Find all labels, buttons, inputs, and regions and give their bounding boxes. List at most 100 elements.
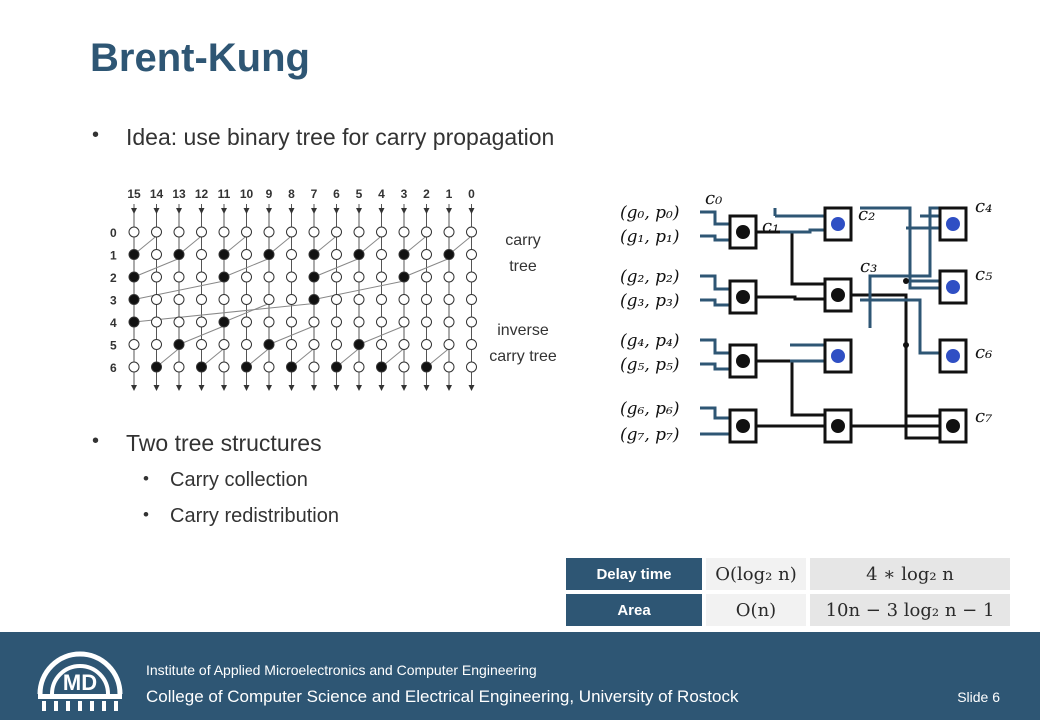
pass-through-node [331, 226, 342, 238]
input-arrow [153, 208, 160, 214]
prefix-operator-node [308, 249, 320, 260]
pass-through-node [398, 294, 410, 305]
pass-through-node [466, 249, 477, 260]
pass-through-node [241, 316, 252, 328]
pass-through-node [331, 294, 342, 305]
pass-through-node [286, 294, 297, 305]
gray-cell-dot [831, 349, 845, 363]
output-arrow [401, 385, 407, 391]
prefix-wire [133, 280, 225, 300]
pass-through-node [218, 226, 230, 238]
pass-through-node [241, 226, 252, 238]
prefix-operator-node [241, 361, 252, 373]
bit-label: 6 [333, 187, 340, 201]
pass-through-node [218, 294, 230, 305]
carry-label: c₇ [975, 406, 992, 427]
pass-through-node [466, 271, 477, 283]
inverse-carry-tree-label: inverse carry tree [489, 322, 557, 365]
prefix-operator-node [218, 271, 230, 283]
input-arrow [423, 208, 430, 214]
carry-label: c₄ [975, 196, 992, 217]
input-pair-label: (g₄, p₄) [620, 331, 679, 351]
pass-through-node [421, 271, 432, 283]
prefix-operator-node [398, 249, 410, 260]
prefix-operator-node [398, 271, 410, 283]
pass-through-node [286, 316, 297, 328]
input-arrow [333, 208, 340, 214]
output-arrow [423, 385, 430, 391]
pass-through-node [443, 226, 455, 238]
prefix-operator-node [173, 339, 185, 350]
pass-through-node [128, 361, 140, 373]
bullet-dot: • [92, 430, 100, 452]
prefix-operator-node [443, 249, 455, 260]
gray-cell-dot [831, 217, 845, 231]
prefix-wire [358, 325, 405, 345]
black-cell-dot [946, 419, 960, 433]
pass-through-node [151, 316, 162, 328]
pass-through-node [443, 294, 455, 305]
level-label: 6 [110, 361, 117, 375]
bit-label: 1 [446, 187, 453, 201]
output-arrow [468, 385, 475, 391]
pass-through-node [151, 339, 162, 350]
input-arrow [221, 208, 227, 214]
output-arrow [311, 385, 317, 391]
prefix-operator-node [128, 271, 140, 283]
pass-through-node [151, 226, 162, 238]
input-arrow [176, 208, 182, 214]
pass-through-node [421, 226, 432, 238]
prefix-wire [133, 258, 180, 278]
input-pair-label: (g₅, p₅) [620, 355, 679, 375]
level-label: 2 [110, 271, 117, 285]
prefix-operator-node [218, 316, 230, 328]
circuit-wire [756, 230, 825, 286]
prefix-wire [313, 258, 360, 278]
circuit-wire [756, 295, 825, 301]
bit-label: 4 [378, 187, 385, 201]
prefix-wire [223, 303, 270, 323]
carry-tree-label: carry tree [505, 232, 541, 275]
bit-label: 12 [195, 187, 209, 201]
carry-label: c₂ [858, 204, 875, 225]
pass-through-node [376, 226, 387, 238]
pass-through-node [376, 339, 387, 350]
input-pair-label: (g₇, p₇) [620, 425, 679, 445]
pass-through-node [398, 316, 410, 328]
prefix-operator-node [196, 361, 207, 373]
output-arrow [288, 385, 295, 391]
pass-through-node [353, 294, 365, 305]
area-header: Area [566, 594, 706, 626]
black-cell-dot [736, 225, 750, 239]
circuit-wire [868, 206, 940, 328]
pass-through-node [421, 249, 432, 260]
bit-label: 8 [288, 187, 295, 201]
delay-time-header: Delay time [566, 558, 706, 590]
pass-through-node [286, 226, 297, 238]
output-arrow [333, 385, 340, 391]
input-pair-label: (g₀, p₀) [620, 203, 679, 223]
circuit-wire [780, 228, 825, 234]
prefix-wire [313, 280, 405, 300]
pass-through-node [331, 249, 342, 260]
gray-cell [938, 269, 968, 305]
pass-through-node [196, 226, 207, 238]
prefix-operator-node [376, 361, 387, 373]
output-arrow [243, 385, 250, 391]
prefix-operator-node [286, 361, 297, 373]
carry-label: c₆ [975, 342, 992, 363]
bit-label: 3 [401, 187, 408, 201]
prefix-operator-node [173, 249, 185, 260]
input-arrow [243, 208, 250, 214]
bit-label: 10 [240, 187, 254, 201]
pass-through-node [443, 339, 455, 350]
carry-label: c₃ [860, 256, 877, 277]
prefix-operator-node [353, 339, 365, 350]
pass-through-node [466, 361, 477, 373]
bullet-dot: • [92, 124, 100, 146]
prefix-operator-node [308, 271, 320, 283]
pass-through-node [443, 361, 455, 373]
bit-label: 5 [356, 187, 363, 201]
input-pair-label: (g₁, p₁) [620, 227, 679, 247]
